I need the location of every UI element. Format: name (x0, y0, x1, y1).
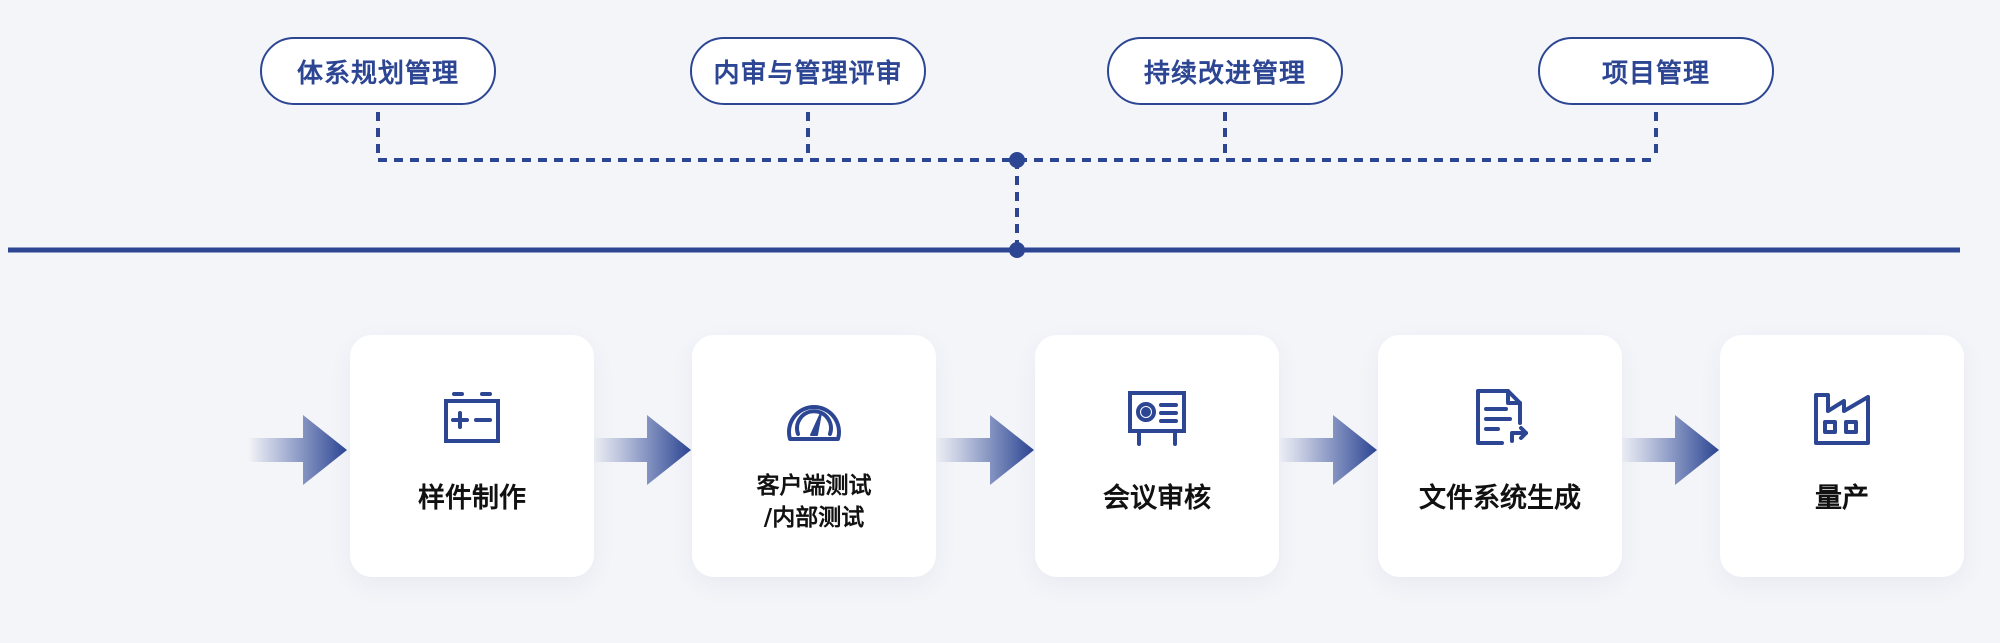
step-label-line: 文件系统生成 (1419, 483, 1581, 514)
junction-dot-bottom (1009, 242, 1025, 258)
category-pill-continuous-improvement: 持续改进管理 (1107, 37, 1343, 105)
step-card-document-generation: 文件系统生成 (1378, 335, 1622, 577)
category-label: 项目管理 (1601, 58, 1710, 89)
step-label: 客户端测试 /内部测试 (692, 470, 936, 534)
category-label: 持续改进管理 (1143, 58, 1306, 89)
document-export-icon (1476, 389, 1528, 445)
battery-icon (444, 392, 500, 443)
category-pill-system-planning: 体系规划管理 (260, 37, 496, 105)
step-label-line: 客户端测试 (756, 473, 872, 499)
step-label: 会议审核 (1035, 483, 1279, 515)
presentation-board-icon (1128, 391, 1186, 446)
category-label: 内审与管理评审 (713, 58, 903, 89)
flow-arrow-5 (1620, 415, 1719, 485)
step-label-line: 量产 (1815, 483, 1869, 514)
step-card-meeting-review: 会议审核 (1035, 335, 1279, 577)
step-label-line: 样件制作 (418, 483, 526, 514)
step-card-mass-production: 量产 (1720, 335, 1964, 577)
category-pill-internal-audit: 内审与管理评审 (690, 37, 926, 105)
step-card-customer-testing: 客户端测试 /内部测试 (692, 335, 936, 577)
step-label: 量产 (1720, 483, 1964, 515)
flow-arrow-1 (248, 415, 347, 485)
category-label: 体系规划管理 (296, 58, 459, 89)
category-pill-project-management: 项目管理 (1538, 37, 1774, 105)
gauge-icon (787, 405, 841, 441)
step-card-sample-making: 样件制作 (350, 335, 594, 577)
junction-dot-top (1009, 152, 1025, 168)
step-label: 样件制作 (350, 483, 594, 515)
step-label: 文件系统生成 (1378, 483, 1622, 515)
step-label-line: /内部测试 (763, 505, 865, 531)
flow-arrow-4 (1278, 415, 1377, 485)
factory-icon (1814, 393, 1870, 445)
flow-arrow-2 (592, 415, 691, 485)
flow-arrow-3 (935, 415, 1034, 485)
step-label-line: 会议审核 (1103, 483, 1211, 514)
